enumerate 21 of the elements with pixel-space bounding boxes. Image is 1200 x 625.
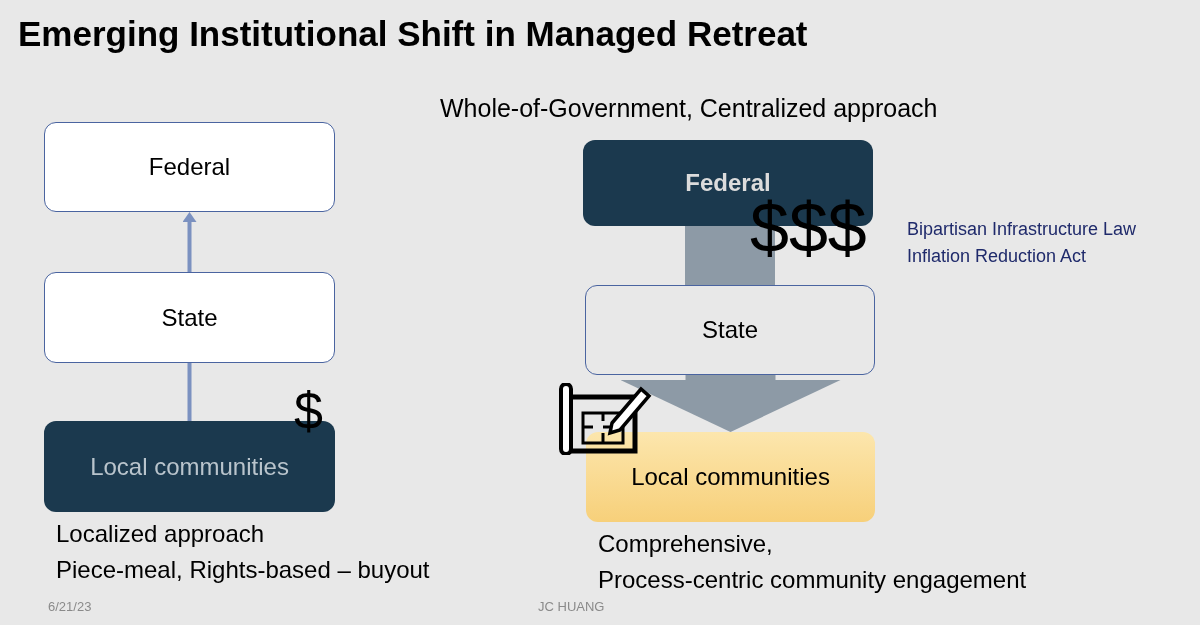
author-text: JC HUANG [538,600,605,615]
approach-text: Localized approach [56,519,266,549]
level-label: State [161,303,218,332]
arrow [182,212,197,272]
level-label: Federal [685,169,771,197]
level-label: State [701,316,758,344]
level-label: Local communities [90,452,289,481]
level-label: Local communities [631,463,830,491]
level-box [44,272,335,363]
date-text: 6/21/23 [48,600,92,615]
law-name: Inflation Reduction Act [907,246,1087,267]
approach-text: Process-centric community engagement [598,565,1027,595]
law-name: Bipartisan Infrastructure Law [907,219,1137,240]
subtitle-text: Whole-of-Government, Centralized approach [440,94,938,123]
level-box [585,285,875,375]
approach-text: Piece-meal, Rights-based – buyout [56,555,430,585]
level-box [44,122,335,212]
level-label: Federal [148,153,231,181]
block-arrow [620,375,841,432]
title-text: Emerging Institutional Shift in Managed Retreat [18,14,808,54]
approach-text: Comprehensive, [598,529,774,559]
